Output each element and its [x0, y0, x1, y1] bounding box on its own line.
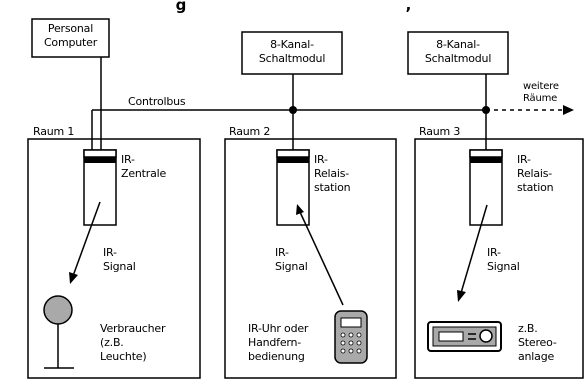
schaltmodul-box-2	[407, 31, 509, 75]
room-box-3	[414, 138, 584, 379]
ir-zentrale-label: IR- Zentrale	[121, 153, 167, 180]
ir-zentrale-unit	[83, 149, 117, 226]
bus-continuation-arrowhead	[563, 105, 574, 115]
ir-signal-arrow-3	[457, 204, 488, 302]
ir-signal-arrow-1	[69, 201, 101, 284]
bus-junction-2	[482, 106, 490, 114]
raum-3-label: Raum 3	[419, 125, 461, 138]
schaltmodul-box-1	[241, 31, 343, 75]
ir-signal-label-2: IR- Signal	[275, 246, 308, 273]
personal-computer-label: Personal Computer	[43, 22, 98, 49]
ir-signal-label-1: IR- Signal	[103, 246, 136, 273]
ir-uhr-label: IR-Uhr oder Handfern- bedienung	[248, 322, 309, 363]
ir-relaisstation-unit-3	[469, 149, 503, 226]
raum-1-label: Raum 1	[33, 125, 75, 138]
personal-computer-box	[31, 18, 110, 58]
controlbus-label: Controlbus	[128, 95, 186, 108]
ir-relaisstation-unit-2	[276, 149, 310, 226]
verbraucher-label: Verbraucher (z.B. Leuchte)	[100, 322, 166, 363]
raum-2-label: Raum 2	[229, 125, 271, 138]
lamp-icon	[43, 295, 74, 369]
stereo-icon	[427, 321, 502, 352]
room-box-1	[27, 138, 201, 379]
schaltmodul-label-1: 8-Kanal- Schaltmodul	[258, 38, 326, 65]
weitere-raeume-label: weitere Räume	[523, 81, 559, 104]
room-box-2	[224, 138, 397, 379]
stereo-label: z.B. Stereo- anlage	[518, 322, 557, 363]
schaltmodul-label-2: 8-Kanal- Schaltmodul	[424, 38, 492, 65]
ir-relaisstation-label-3: IR- Relais- station	[517, 153, 554, 194]
remote-control-icon	[334, 310, 368, 364]
ir-signal-label-3: IR- Signal	[487, 246, 520, 273]
title-fragment: g ,	[175, 0, 412, 14]
ir-relaisstation-label-2: IR- Relais- station	[314, 153, 351, 194]
ir-signal-arrow-2	[296, 204, 344, 306]
bus-junction-1	[289, 106, 297, 114]
